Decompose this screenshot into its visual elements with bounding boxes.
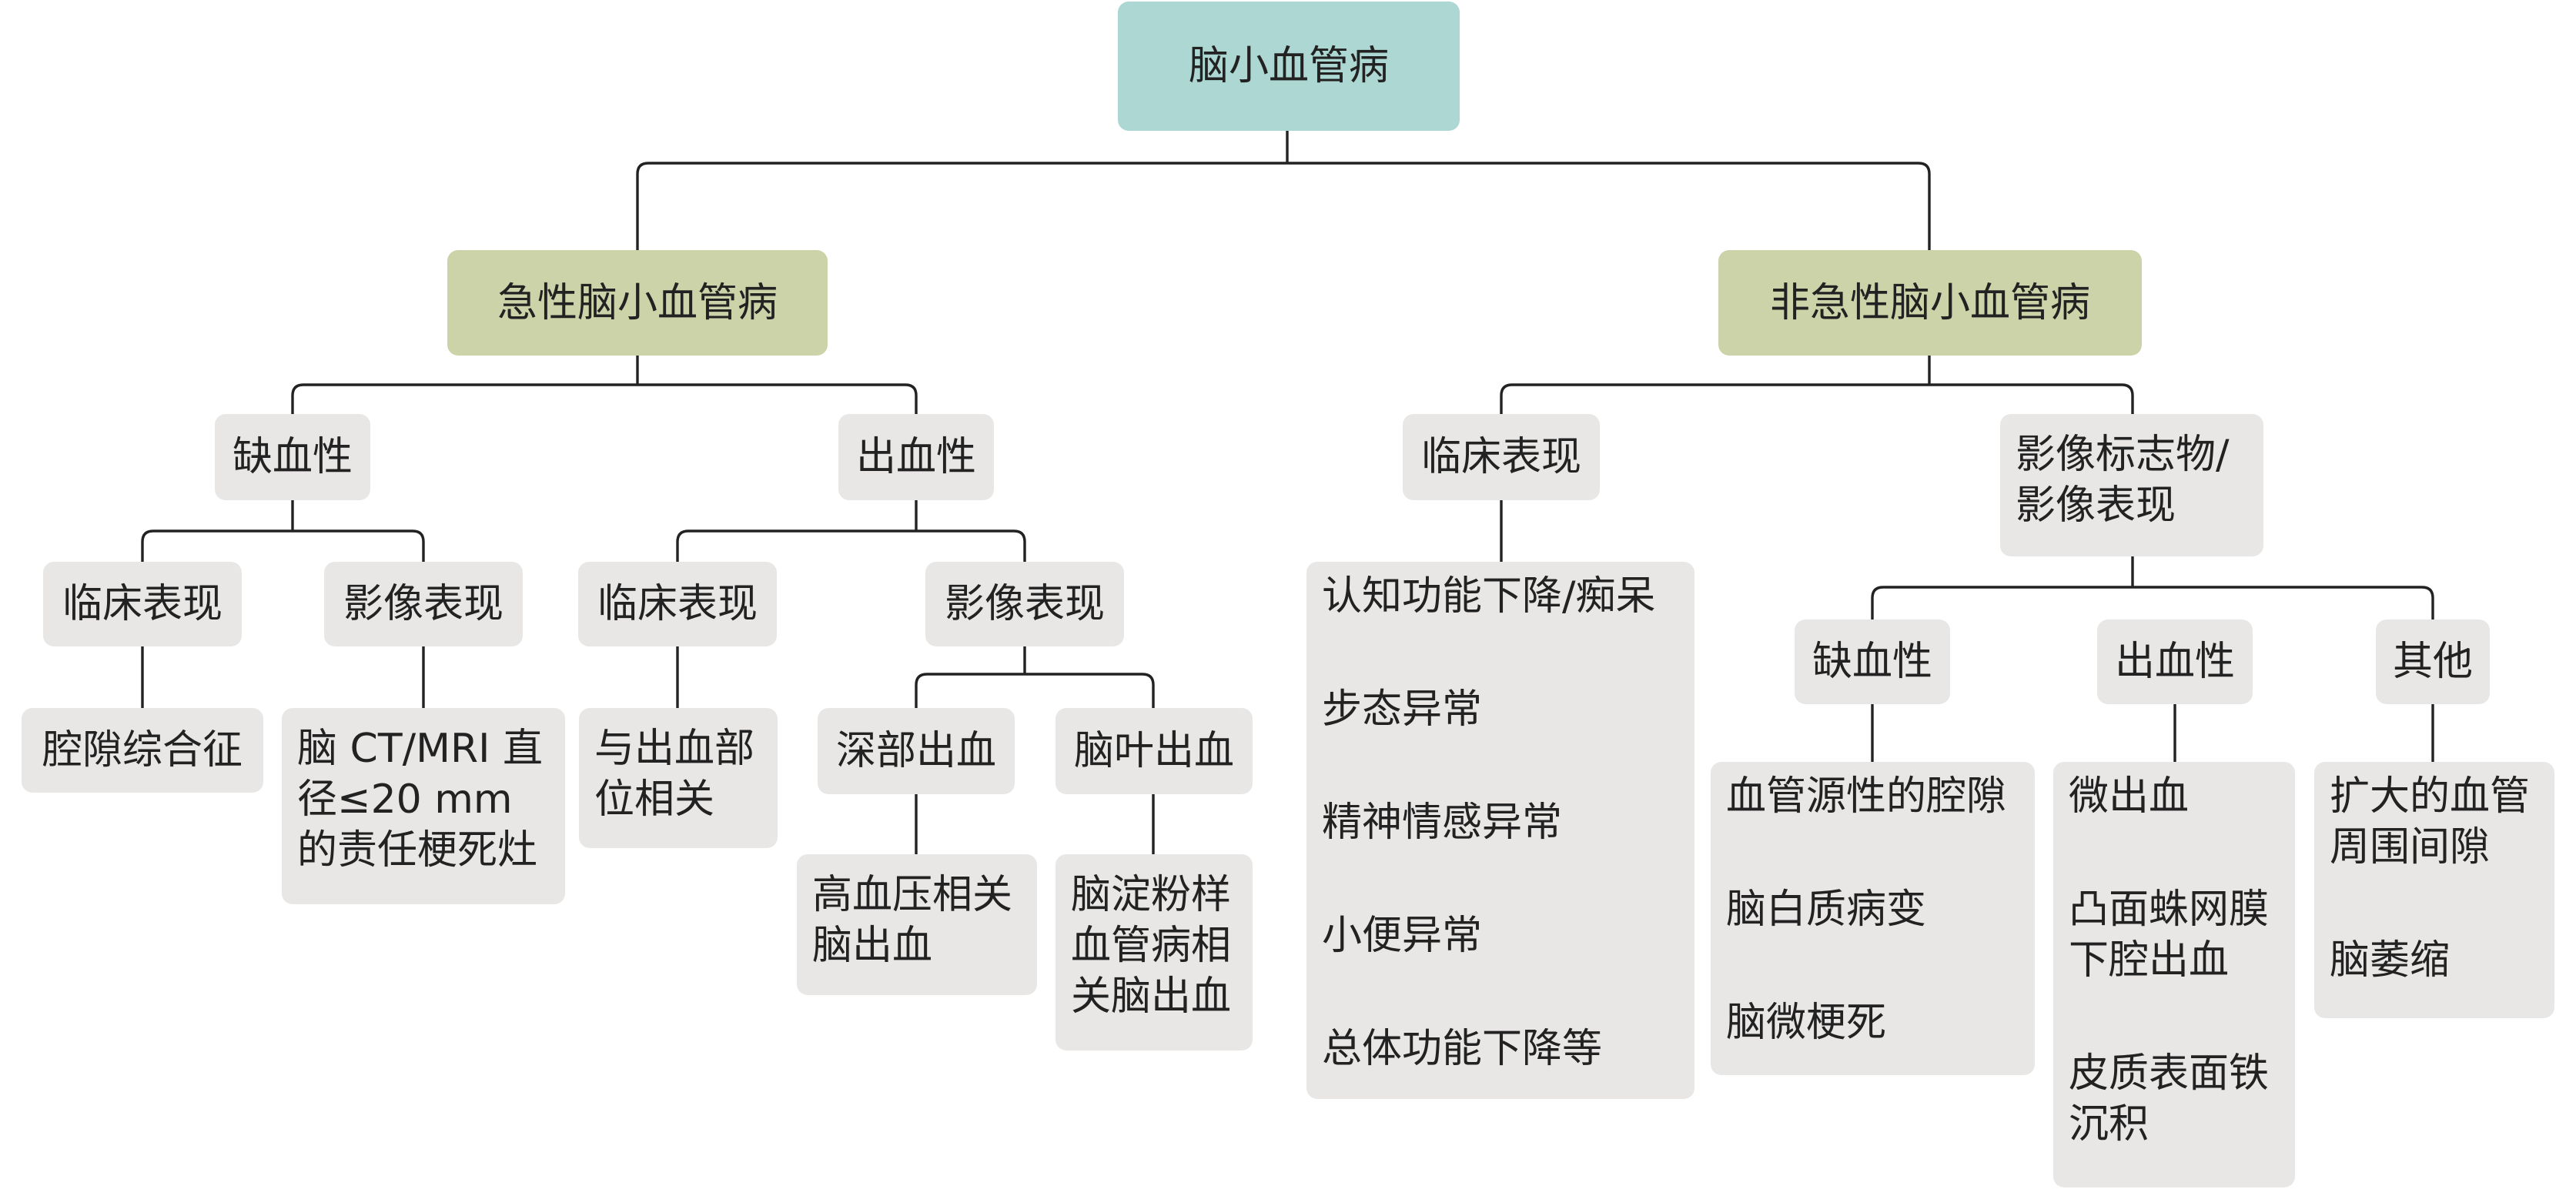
hemorrhagic-marker-item: 凸面蛛网膜下腔出血 [2069,887,2270,984]
deep-hemorrhage-node: 深部出血 [818,708,1015,794]
lobar-hemorrhage-node: 脑叶出血 [1055,708,1253,794]
ischemic-marker-item: 脑白质病变 [1726,887,1927,933]
acute-hemorrhagic-clinical-node: 临床表现 [578,562,777,646]
ischemic-marker-item: 脑微梗死 [1726,1000,1887,1046]
clinical-item: 总体功能下降等 [1322,1026,1603,1072]
ischemic-markers-list: 血管源性的腔隙 脑白质病变 脑微梗死 [1711,762,2035,1075]
connector-nonacute [1500,356,2134,414]
hypertension-ich-node: 高血压相关脑出血 [797,854,1037,995]
nonacute-ischemic-node: 缺血性 [1795,620,1950,704]
clinical-item: 小便异常 [1322,913,1483,959]
acute-infarct-node: 脑 CT/MRI 直径≤20 mm 的责任梗死灶 [282,708,565,904]
hemorrhagic-marker-item: 微出血 [2069,773,2190,820]
caa-ich-node: 脑淀粉样血管病相关脑出血 [1055,854,1253,1050]
clinical-item: 精神情感异常 [1322,800,1563,846]
hemorrhagic-markers-list: 微出血 凸面蛛网膜下腔出血 皮质表面铁沉积 [2053,762,2295,1187]
other-marker-item: 扩大的血管周围间隙 [2330,773,2531,870]
connector-acute-hemorrhagic-imaging [915,646,1155,708]
hemorrhage-site-node: 与出血部位相关 [579,708,778,848]
nonacute-other-node: 其他 [2376,620,2490,704]
acute-csvd-node: 急性脑小血管病 [447,250,828,356]
nonacute-hemorrhagic-node: 出血性 [2097,620,2253,704]
ischemic-marker-item: 血管源性的腔隙 [1726,773,2007,820]
connector-acute [291,356,918,414]
connector-acute-ischemic [141,500,425,562]
nonacute-clinical-list: 认知功能下降/痴呆 步态异常 精神情感异常 小便异常 总体功能下降等 [1306,562,1694,1099]
connector-root [636,131,1931,258]
acute-ischemic-node: 缺血性 [215,414,370,500]
lacunar-syndrome-node: 腔隙综合征 [22,708,263,793]
connector-nonacute-imaging [1871,556,2434,620]
root-node: 脑小血管病 [1118,2,1460,131]
acute-ischemic-imaging-node: 影像表现 [324,562,523,646]
other-markers-list: 扩大的血管周围间隙 脑萎缩 [2314,762,2554,1018]
acute-hemorrhagic-node: 出血性 [838,414,994,500]
nonacute-clinical-node: 临床表现 [1403,414,1600,500]
acute-hemorrhagic-imaging-node: 影像表现 [925,562,1124,646]
clinical-item: 步态异常 [1322,686,1483,733]
connector-acute-hemorrhagic [676,500,1026,562]
nonacute-csvd-node: 非急性脑小血管病 [1718,250,2142,356]
nonacute-imaging-node: 影像标志物/影像表现 [2000,414,2263,556]
clinical-item: 认知功能下降/痴呆 [1322,573,1656,620]
other-marker-item: 脑萎缩 [2330,937,2451,984]
hemorrhagic-marker-item: 皮质表面铁沉积 [2069,1050,2270,1147]
acute-ischemic-clinical-node: 临床表现 [43,562,242,646]
